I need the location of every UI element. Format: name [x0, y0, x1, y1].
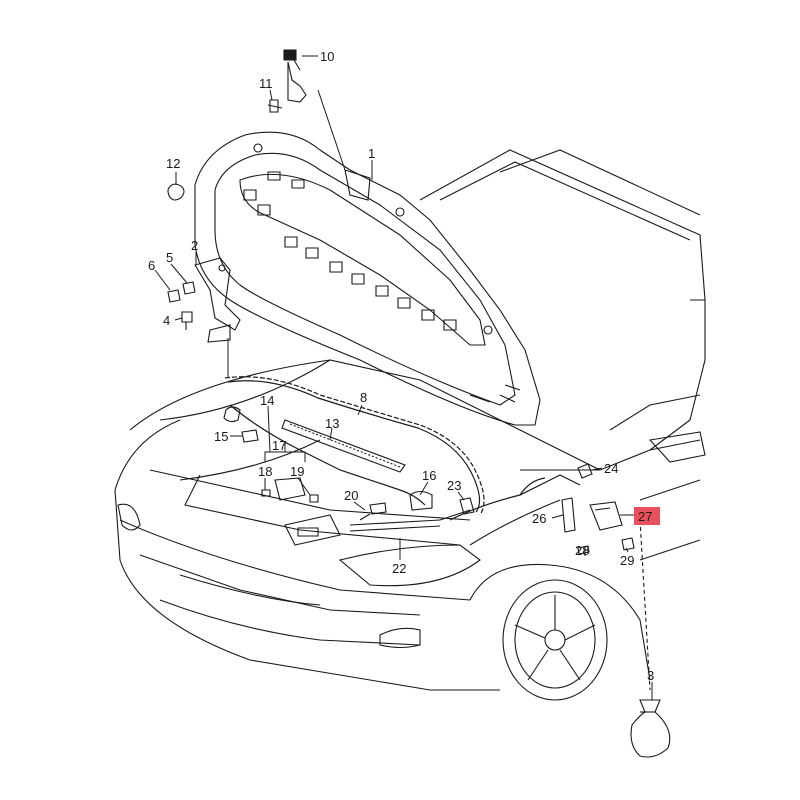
callout-1: 1 [368, 146, 375, 161]
highlighted-callout-27: 27 [634, 507, 660, 525]
callout-15: 15 [214, 429, 228, 444]
callout-13: 13 [325, 416, 339, 431]
car-body [115, 150, 705, 700]
callout-5: 5 [166, 250, 173, 265]
callout-20: 20 [344, 488, 358, 503]
callout-12: 12 [166, 156, 180, 171]
leader-lines [154, 55, 653, 700]
callout-17: 17 [272, 438, 286, 453]
callout-22: 22 [392, 561, 406, 576]
bowden-cable [225, 377, 580, 520]
callout-4: 4 [163, 313, 170, 328]
small-parts [168, 50, 670, 757]
highlight-box [634, 507, 660, 525]
callout-19: 19 [290, 464, 304, 479]
callout-2: 2 [191, 238, 198, 253]
callout-18: 18 [258, 464, 272, 479]
callout-10: 10 [320, 49, 334, 64]
callout-27: 27 [638, 509, 652, 524]
callout-6: 6 [148, 258, 155, 273]
callout-24: 24 [604, 461, 618, 476]
callout-3: 3 [647, 668, 654, 683]
bonnet-part-1 [195, 132, 540, 425]
callout-8: 8 [360, 390, 367, 405]
callout-14: 14 [260, 393, 274, 408]
callout-29: 29 [620, 553, 634, 568]
callout-28: 28 [575, 543, 589, 558]
callout-23: 23 [447, 478, 461, 493]
callout-labels: 1 2 3 4 5 6 8 10 11 12 13 14 15 16 17 18… [148, 49, 654, 683]
callout-26: 26 [532, 511, 546, 526]
callout-11: 11 [259, 76, 273, 91]
callout-16: 16 [422, 468, 436, 483]
